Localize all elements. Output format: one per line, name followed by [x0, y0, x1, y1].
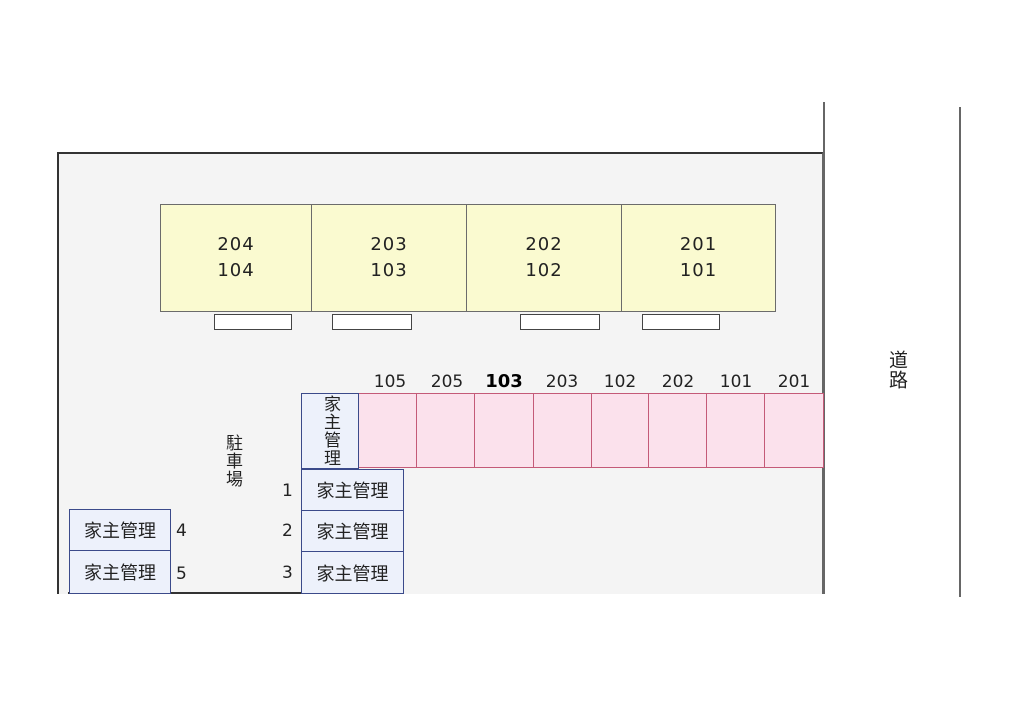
entrance-step-4	[642, 314, 720, 330]
parking-slot-2: 家主管理	[301, 510, 404, 552]
road-edge-left	[823, 102, 825, 594]
parking-slot-4: 家主管理	[69, 509, 171, 551]
bicycle-slot	[764, 393, 824, 468]
entrance-step-1	[214, 314, 292, 330]
bicycle-slot	[533, 393, 592, 468]
bicycle-slot-label: 203	[545, 372, 579, 392]
bicycle-slot	[358, 393, 417, 468]
unit-lower-number: 104	[217, 260, 255, 281]
parking-slot-label: 家主管理	[320, 395, 340, 467]
bicycle-slot	[706, 393, 765, 468]
parking-slot-5: 家主管理	[69, 550, 171, 594]
bicycle-slot-label: 201	[777, 372, 811, 392]
road-edge-right	[959, 107, 961, 597]
building-unit-1: 204 104	[160, 204, 312, 312]
unit-upper-number: 204	[217, 234, 255, 255]
bicycle-slot	[648, 393, 707, 468]
bicycle-slot-label: 101	[719, 372, 753, 392]
bicycle-slot	[591, 393, 649, 468]
parking-slot-number: 3	[282, 563, 293, 583]
bicycle-slot-label: 205	[430, 372, 464, 392]
parking-slot-3: 家主管理	[301, 551, 404, 594]
entrance-step-3	[520, 314, 600, 330]
parking-slot-label: 家主管理	[316, 481, 389, 502]
unit-upper-number: 201	[679, 234, 718, 255]
parking-slot-number: 2	[282, 521, 293, 541]
building-unit-4: 201 101	[621, 204, 776, 312]
parking-area-label: 駐車場	[222, 434, 242, 488]
bicycle-slot-label: 105	[373, 372, 407, 392]
bicycle-slot-label: 102	[603, 372, 637, 392]
unit-upper-number: 202	[525, 234, 563, 255]
parking-slot-label: 家主管理	[84, 521, 156, 542]
building-unit-2: 203 103	[311, 204, 467, 312]
building-unit-3: 202 102	[466, 204, 622, 312]
unit-lower-number: 103	[370, 260, 408, 281]
unit-lower-number: 102	[525, 260, 563, 281]
entrance-step-2	[332, 314, 412, 330]
parking-slot-number: 5	[176, 564, 187, 584]
unit-upper-number: 203	[370, 234, 408, 255]
parking-slot-1: 家主管理	[301, 469, 404, 511]
site-boundary-bottom	[68, 592, 404, 594]
parking-slot-label: 家主管理	[316, 563, 389, 585]
parking-slot-label: 家主管理	[316, 522, 389, 543]
parking-slot-number: 1	[282, 481, 293, 501]
bicycle-slot-label: 103	[485, 371, 523, 392]
bicycle-slot	[474, 393, 534, 468]
unit-lower-number: 101	[679, 260, 718, 281]
road-label: 道路	[886, 350, 908, 390]
bicycle-slot	[416, 393, 475, 468]
bicycle-slot-label: 202	[661, 372, 695, 392]
parking-slot-number: 4	[176, 521, 187, 541]
parking-slot-owner-managed: 家主管理	[301, 393, 359, 469]
parking-slot-label: 家主管理	[84, 563, 156, 584]
